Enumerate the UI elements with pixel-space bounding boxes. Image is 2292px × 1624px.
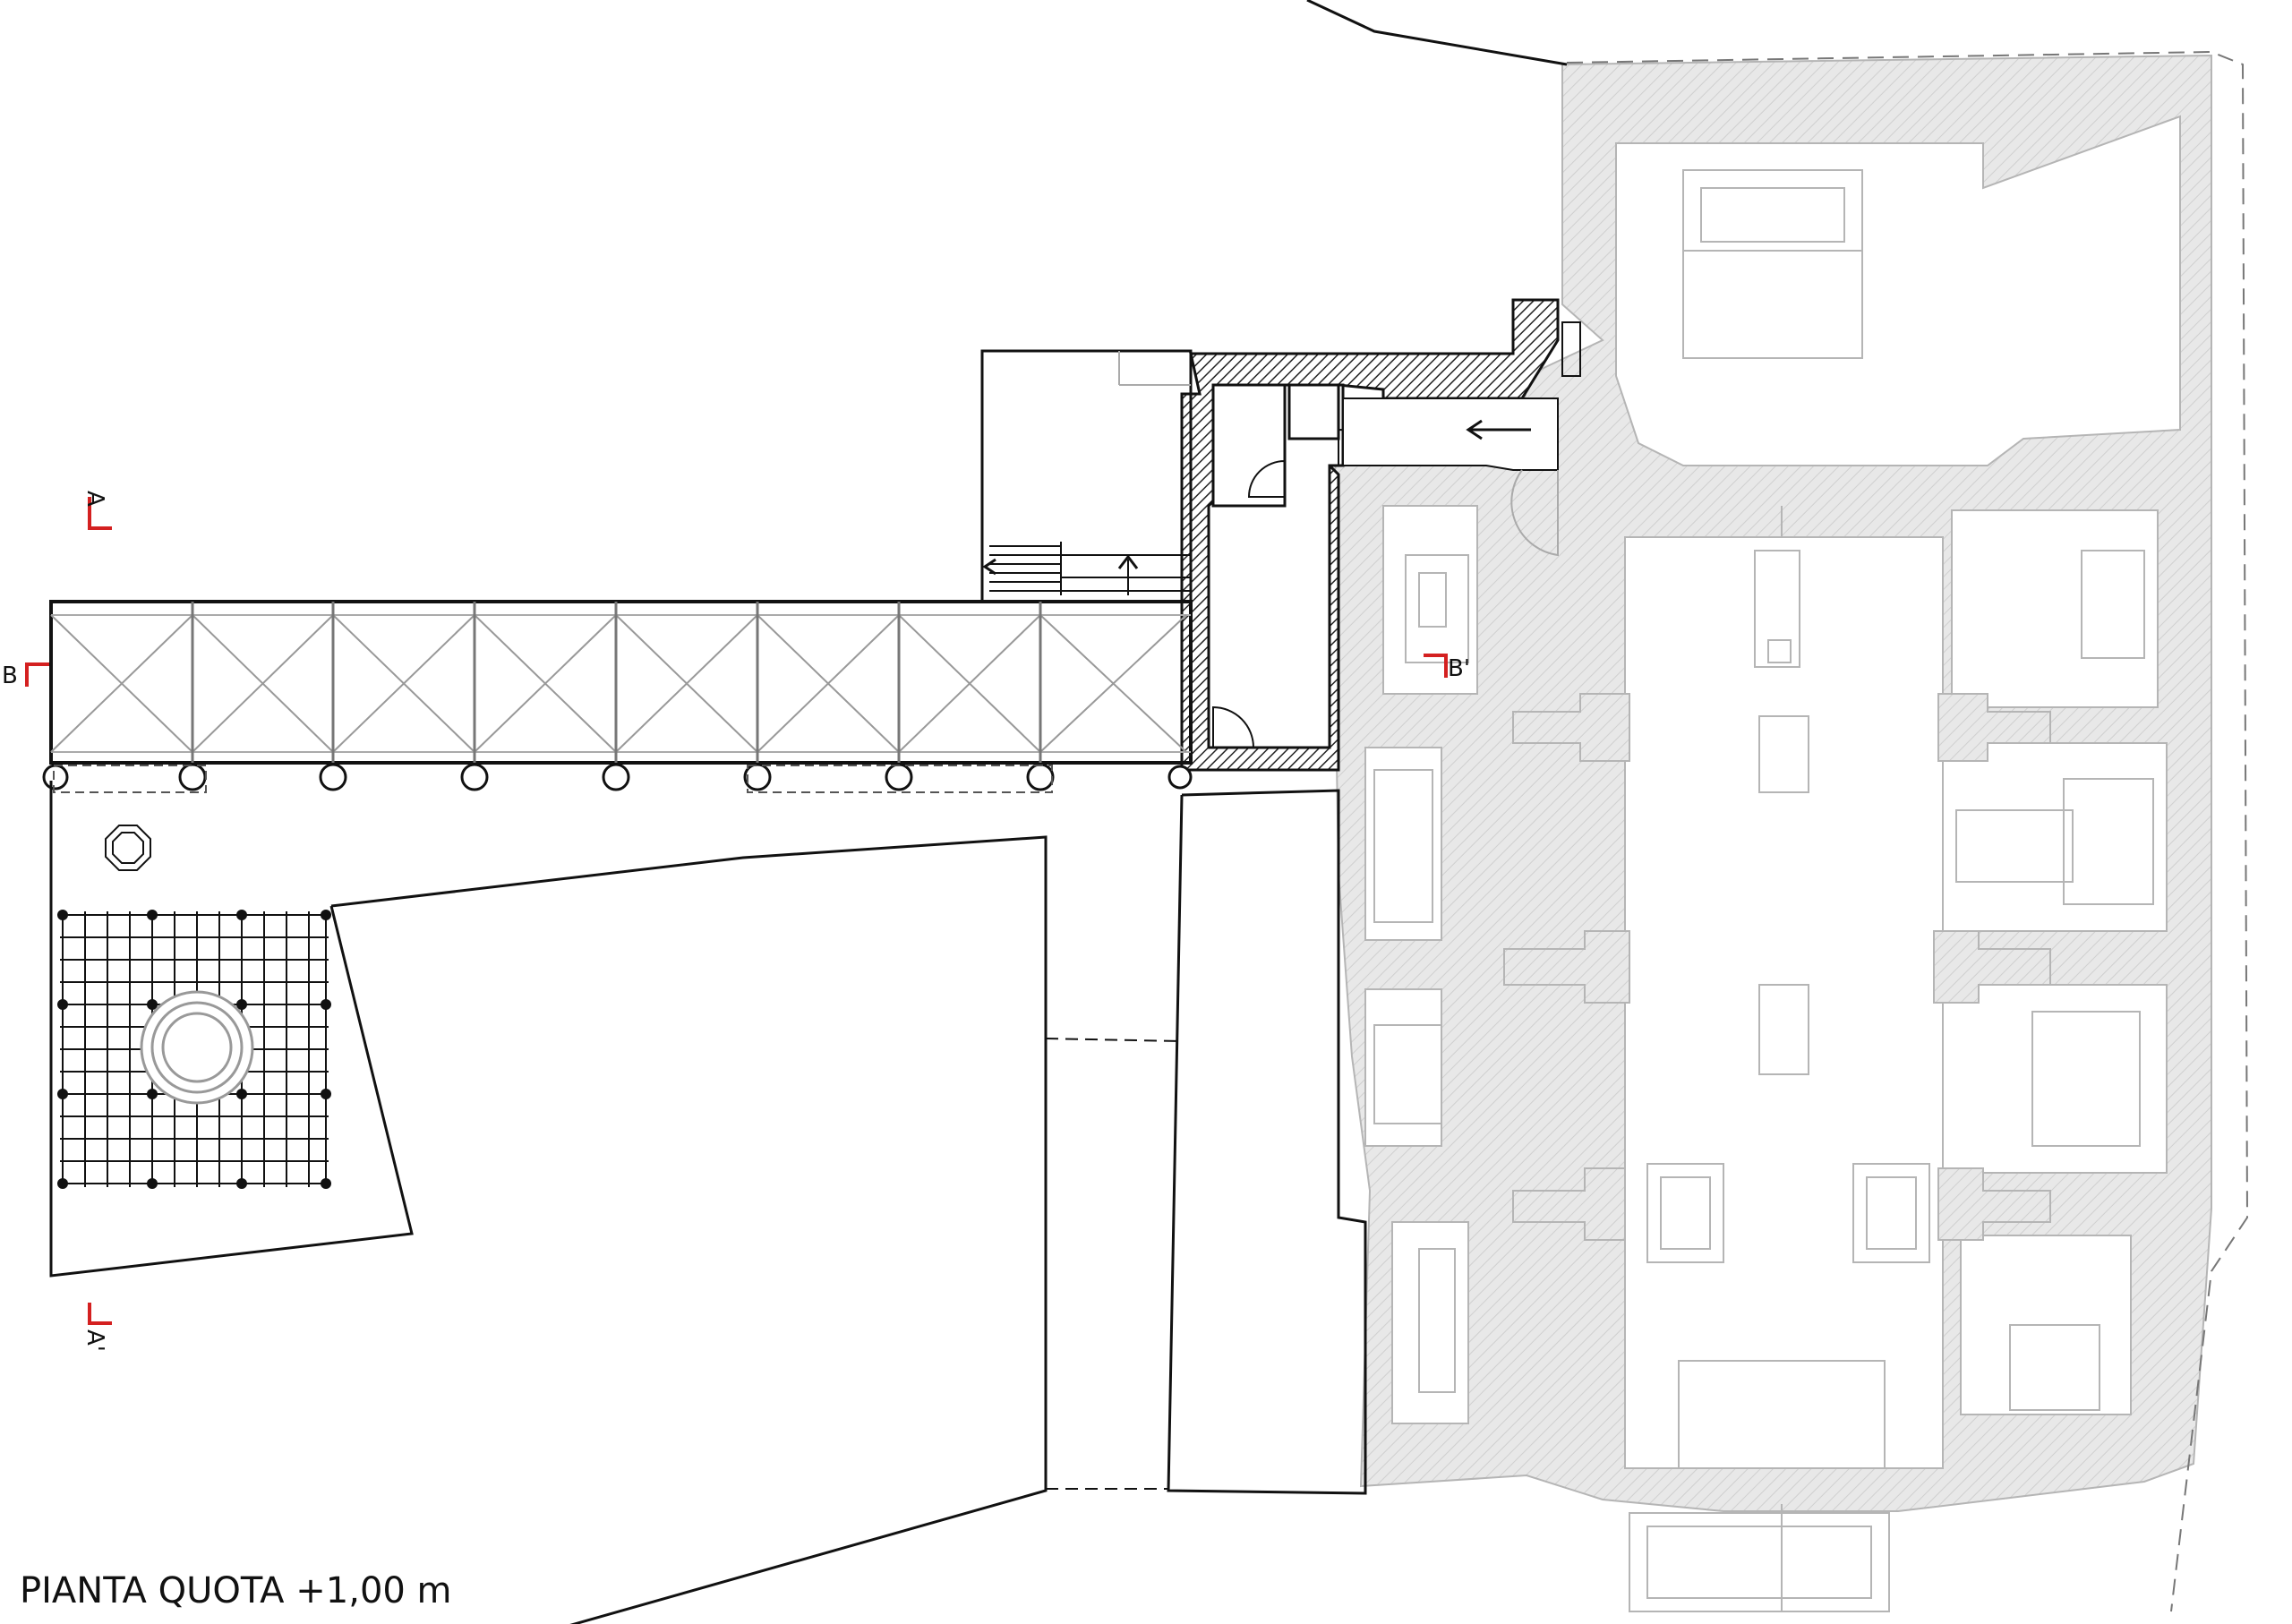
pillar bbox=[1933, 930, 2051, 1004]
side-altar bbox=[1418, 572, 1447, 628]
right-chapel-2 bbox=[1942, 742, 2168, 932]
column bbox=[460, 763, 489, 791]
plan-title: PIANTA QUOTA +1,00 m bbox=[20, 1570, 452, 1611]
section-label-b: B bbox=[2, 662, 18, 689]
section-label-a: A bbox=[81, 491, 108, 507]
service-block bbox=[1180, 298, 1581, 772]
door-swing bbox=[1247, 459, 1286, 498]
nave-floor-panel bbox=[1754, 550, 1800, 668]
street-edge bbox=[1306, 0, 1568, 66]
courtyard bbox=[49, 781, 1367, 1624]
existing-church bbox=[1330, 50, 2249, 1612]
tomb-slab bbox=[1646, 1163, 1724, 1263]
door-swing bbox=[1212, 705, 1255, 748]
pillar bbox=[1937, 1167, 2051, 1241]
side-altar bbox=[1955, 809, 2074, 883]
side-altar bbox=[1418, 1248, 1456, 1393]
column bbox=[885, 763, 913, 791]
column bbox=[1167, 765, 1193, 790]
stair bbox=[1561, 321, 1581, 377]
right-chapel-3 bbox=[1942, 984, 2168, 1174]
gallery-outline bbox=[49, 600, 1193, 765]
left-chapel-3 bbox=[1364, 988, 1442, 1147]
section-label-b-prime: B' bbox=[1448, 655, 1470, 682]
arrow-head bbox=[1117, 554, 1139, 569]
column bbox=[42, 764, 69, 791]
courtyard-strip bbox=[1167, 789, 1367, 1495]
column bbox=[743, 763, 772, 791]
right-chapel-1 bbox=[1951, 509, 2159, 708]
portico-gallery bbox=[42, 600, 1193, 793]
side-altar bbox=[1405, 554, 1469, 663]
arrow-head bbox=[982, 558, 996, 576]
left-chapel-1 bbox=[1382, 505, 1478, 695]
section-label-a-prime: A' bbox=[81, 1329, 108, 1352]
section-marker-a-prime: A' bbox=[81, 1303, 112, 1352]
door-swing bbox=[1510, 469, 1559, 557]
octagon-well bbox=[105, 825, 151, 871]
column bbox=[602, 763, 630, 791]
apse-room bbox=[1615, 115, 2181, 466]
left-chapel-2 bbox=[1364, 747, 1442, 941]
left-chapel-4 bbox=[1391, 1221, 1469, 1424]
sacristy-stair bbox=[2009, 1324, 2100, 1411]
pillar bbox=[1503, 930, 1630, 1004]
side-altar bbox=[1373, 1024, 1442, 1124]
restroom bbox=[1211, 383, 1287, 508]
tomb-slab bbox=[1660, 1176, 1711, 1250]
nave-floor-tile bbox=[1767, 639, 1792, 663]
pergola-posts bbox=[57, 910, 331, 1189]
nave-floor-panel bbox=[1758, 984, 1809, 1075]
courtyard-left-wall bbox=[49, 781, 414, 1278]
altar-step bbox=[1700, 187, 1845, 243]
property-boundary bbox=[1566, 50, 2249, 1612]
entrance-steps-inner bbox=[1646, 1526, 1872, 1599]
section-marker-a: A bbox=[81, 491, 112, 530]
pillar bbox=[1512, 693, 1630, 762]
tomb-slab bbox=[1852, 1163, 1930, 1263]
courtyard-main bbox=[330, 835, 1048, 1624]
stair-room bbox=[980, 349, 1193, 603]
side-altar bbox=[2081, 550, 2145, 659]
entrance-steps bbox=[1629, 1512, 1890, 1612]
pillar bbox=[1937, 693, 2051, 762]
section-marker-b-prime: B' bbox=[1424, 654, 1470, 682]
tomb-slab bbox=[1866, 1176, 1917, 1250]
sanctuary bbox=[1682, 250, 1863, 359]
section-marker-b: B bbox=[2, 662, 49, 689]
side-altar bbox=[1373, 769, 1433, 923]
nave bbox=[1624, 536, 1944, 1469]
side-altar bbox=[2031, 1011, 2141, 1147]
column bbox=[178, 763, 207, 791]
fountain bbox=[140, 990, 254, 1105]
column bbox=[319, 763, 347, 791]
arrow-head bbox=[1466, 419, 1483, 440]
pillar bbox=[1512, 1167, 1626, 1241]
side-altar bbox=[2063, 778, 2154, 905]
nave-floor-panel bbox=[1758, 715, 1809, 793]
entrance-portal bbox=[1678, 1360, 1886, 1469]
closet bbox=[1287, 383, 1340, 440]
column bbox=[1026, 763, 1055, 791]
corridor bbox=[1342, 397, 1559, 471]
